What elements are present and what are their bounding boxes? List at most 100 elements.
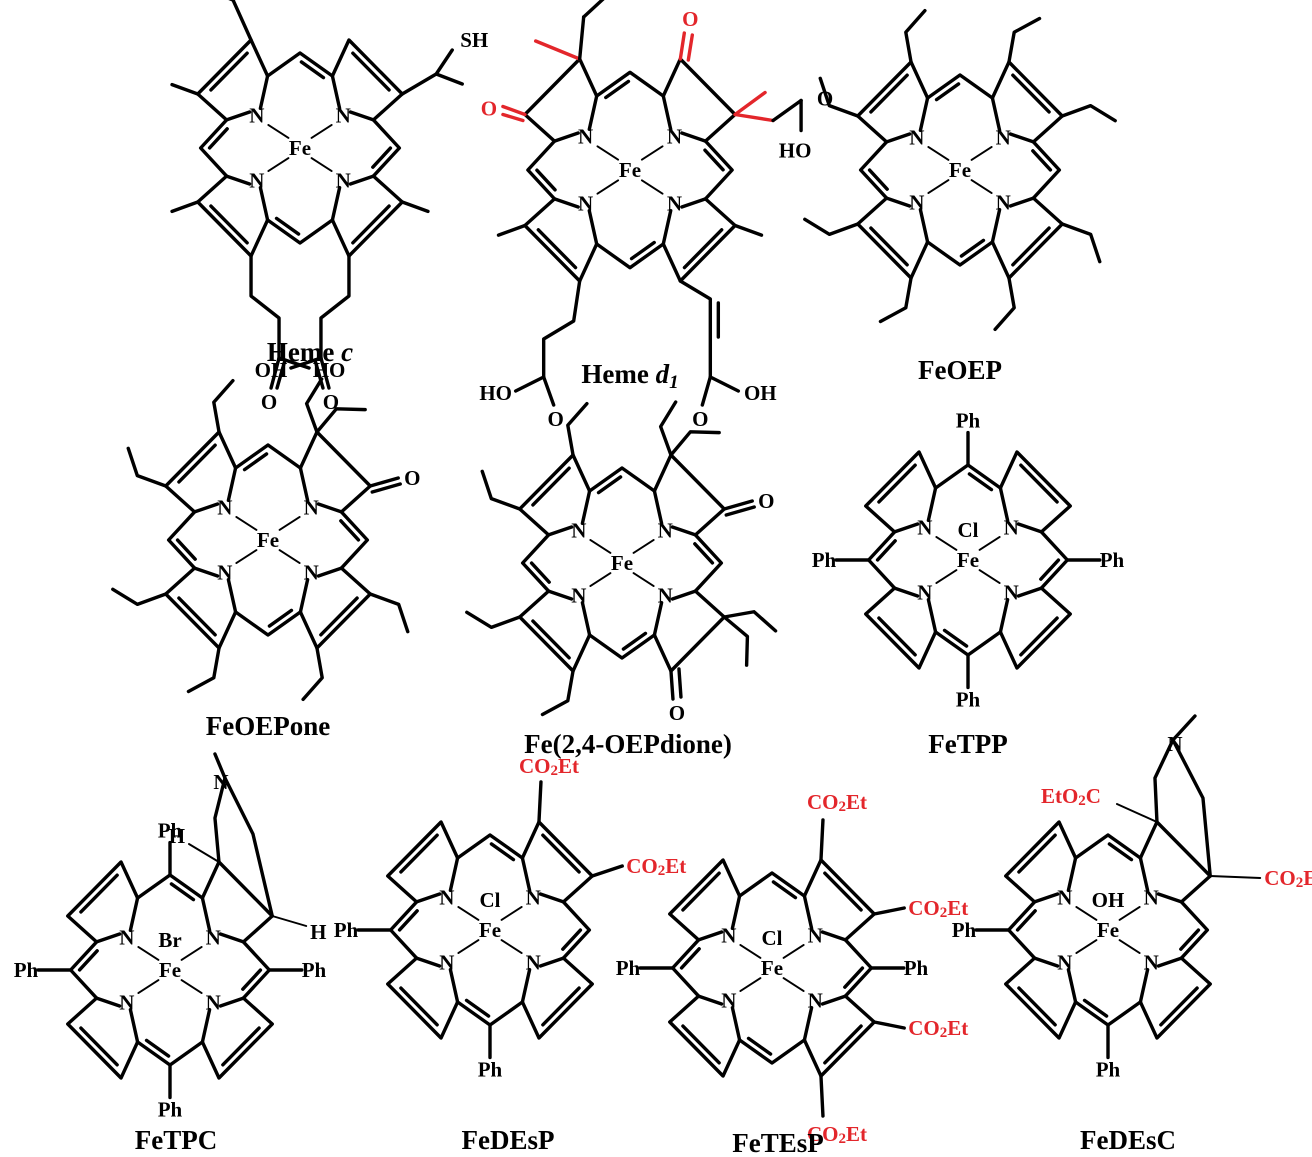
pyrrole-ring-tr (330, 38, 404, 122)
fe-n-coordination (457, 939, 480, 954)
ester-text-part: Et (1303, 866, 1312, 890)
double-bond (942, 628, 969, 648)
pyrrole-ring-br (652, 589, 726, 673)
double-bond (604, 79, 631, 100)
ethyl-group (301, 646, 324, 702)
caption-italic: d (656, 359, 670, 389)
double-bond (621, 631, 648, 651)
double-bond (169, 882, 196, 902)
pyrrole-ring-tl (523, 57, 599, 143)
ester-text-part: Et (665, 854, 686, 878)
phenyl-label: Ph (302, 958, 327, 982)
thioethyl-group (228, 0, 253, 42)
nitrogen-atom: N (571, 583, 586, 607)
pyrrole-ring-br (802, 994, 876, 1078)
nitrogen-atom: N (917, 580, 932, 604)
caption-text: Fe(2,4-OEPdione) (524, 729, 732, 759)
fe-n-coordination (978, 536, 1001, 551)
double-bond (877, 616, 917, 657)
meso-bridge-l (526, 139, 557, 201)
pyrrole-ring-tr (998, 450, 1072, 534)
ethyl-group (722, 615, 750, 667)
nitrogen-atom: N (304, 560, 319, 584)
double-bond (397, 909, 419, 932)
meso-bridge-l (670, 938, 701, 998)
pyrrole-ring-tr (520, 820, 594, 904)
double-bond (529, 561, 551, 584)
pyrrole-n-bond (520, 967, 532, 1004)
caption-text: FeOEPone (206, 711, 330, 741)
acetate-chain (577, 15, 586, 61)
pyrrole-n-bond (224, 174, 252, 186)
meso-bridge-t (1073, 833, 1143, 860)
pyrrole-n-bond (580, 489, 592, 526)
double-bond (242, 452, 269, 472)
pyrrole-n-bond (218, 932, 246, 944)
fe-n-coordination (1075, 939, 1098, 954)
ester-bond (819, 1074, 825, 1118)
pyrrole-n-bond (1066, 856, 1078, 893)
pyrrole-ring-br (200, 996, 274, 1080)
ester-text-part: 2 (658, 863, 666, 879)
meso-bridge-r (371, 118, 402, 178)
pyrrole-ring-tr (1138, 820, 1212, 904)
ethyl-group (669, 430, 721, 457)
pyrrole-n-bond (730, 1005, 742, 1042)
fe-n-coordination (596, 179, 620, 195)
pyrrole-n-bond (258, 74, 270, 111)
phenyl-label: Ph (812, 548, 837, 572)
thiol-label: SH (460, 28, 488, 52)
methyl-group (733, 223, 764, 237)
caption-text: Heme (267, 337, 341, 367)
pyrrolidine-ring (213, 776, 274, 918)
nitrogen-atom: N (996, 126, 1011, 150)
phenyl-label: Ph (904, 956, 929, 980)
double-bond (679, 947, 701, 970)
phenyl-label: Ph (956, 408, 981, 432)
pyrrole-n-bond (128, 896, 140, 933)
carbonyl-bond (313, 358, 325, 390)
meso-bridge-r (561, 900, 592, 960)
pyrrole-ring-bl (518, 589, 592, 673)
molecule-caption: FeTPC (135, 1125, 217, 1155)
keto-bond (686, 33, 695, 62)
ester-text-part: 2 (940, 1025, 948, 1041)
meso-bridge-b (587, 633, 657, 660)
phenyl-label: Ph (1100, 548, 1125, 572)
pyrrole-n-bond (348, 174, 376, 186)
pyrrole-n-bond (884, 132, 912, 144)
double-bond (1011, 73, 1051, 114)
caption-text: FeTEsP (732, 1128, 824, 1157)
nitrogen-atom: N (336, 104, 351, 128)
ethyl-group (658, 400, 678, 457)
molecule-caption: FeOEPone (206, 711, 330, 741)
pyrrole-n-bond (330, 74, 342, 111)
fe-n-coordination (267, 157, 290, 172)
double-bond (1082, 998, 1109, 1018)
double-bond (319, 596, 359, 637)
meso-bridge-r (1031, 140, 1062, 200)
double-bond (221, 1026, 261, 1067)
phenyl-label: Ph (158, 1098, 183, 1122)
nitrogen-atom: N (1004, 580, 1019, 604)
pyrrole-ring-bl (856, 196, 930, 280)
ethyl-group (465, 610, 522, 630)
chloride-ligand: Cl (958, 518, 979, 542)
pyrrole-ring-tr (990, 60, 1064, 144)
double-bond (1039, 558, 1061, 581)
ester-text-part: C (1086, 784, 1101, 808)
fe-n-coordination (1118, 906, 1141, 921)
meso-bridge-b (265, 218, 335, 245)
double-bond (746, 1036, 773, 1056)
molecule-fedesc: NNNNFePhPhOHNEtO2CCO2EtFeDEsC (952, 714, 1312, 1155)
double-bond (175, 538, 197, 561)
meso-bridge-b (925, 240, 995, 267)
fe-n-coordination (589, 572, 612, 587)
ethyl-group (566, 401, 589, 457)
pyrrole-n-bond (192, 502, 220, 514)
pyrrole-n-bond (348, 110, 376, 122)
meso-bridge-l (858, 140, 889, 200)
